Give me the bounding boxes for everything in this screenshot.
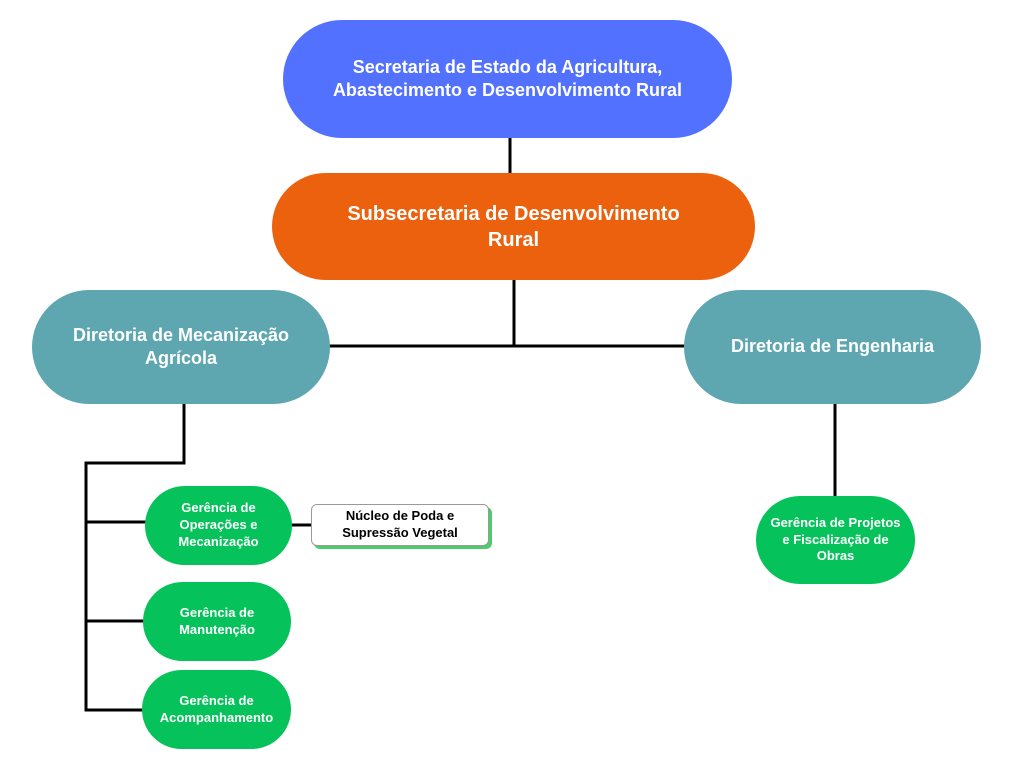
gerencia-projetos-node: Gerência de Projetos e Fiscalização de O… xyxy=(756,496,915,584)
secretaria-node: Secretaria de Estado da Agricultura, Aba… xyxy=(283,20,732,138)
subsecretaria-node: Subsecretaria de Desenvolvimento Rural xyxy=(272,173,755,280)
gerencia-operacoes-node: Gerência de Operações e Mecanização xyxy=(145,486,292,565)
diretoria-mecanizacao-node: Diretoria de Mecanização Agrícola xyxy=(32,290,330,404)
diretoria-engenharia-node: Diretoria de Engenharia xyxy=(684,290,981,404)
gerencia-acompanhamento-node: Gerência de Acompanhamento xyxy=(142,670,291,749)
nucleo-poda-node: Núcleo de Poda e Supressão Vegetal xyxy=(311,504,489,546)
gerencia-manutencao-node: Gerência de Manutenção xyxy=(143,582,291,661)
